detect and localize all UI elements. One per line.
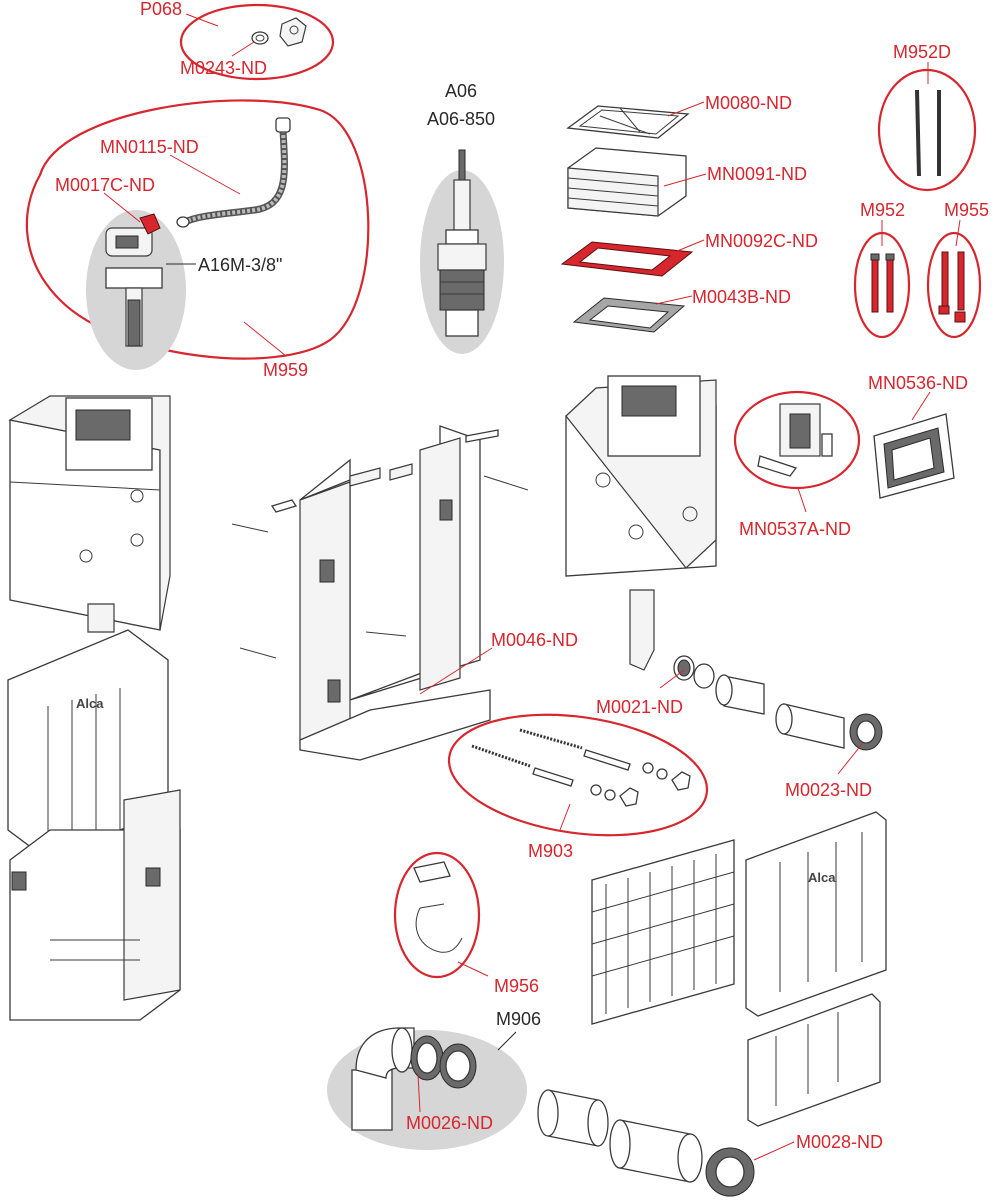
m952-rods [870, 253, 895, 313]
group-ring-m903 [447, 713, 709, 837]
bottom-right-covers: Alca [591, 811, 887, 1127]
leader-lines [103, 13, 961, 1161]
group-ring-m952 [853, 231, 911, 339]
label-a16m-3-8: A16M-3/8" [198, 255, 282, 275]
leader-m0243 [231, 41, 255, 57]
leader-m0043b [655, 295, 693, 305]
leader-mn0092c [669, 239, 705, 255]
label-m0023-nd: M0023-ND [785, 780, 872, 800]
label-m956: M956 [494, 976, 539, 996]
leader-m0017c [103, 192, 141, 223]
label-m0243-nd: M0243-ND [180, 58, 267, 78]
label-m952: M952 [860, 200, 905, 220]
label-m0017c-nd: M0017C-ND [55, 175, 155, 195]
label-m0026-nd: M0026-ND [406, 1113, 493, 1133]
label-mn0536-nd: MN0536-ND [868, 373, 968, 393]
alca-logo-left: Alca [76, 696, 104, 711]
mn0091-box [567, 147, 687, 217]
m906-elbow-set [351, 1027, 477, 1131]
label-p068: P068 [140, 0, 182, 19]
m0043b-gasket [572, 297, 686, 333]
label-mn0092c-nd: MN0092C-ND [705, 231, 818, 251]
leader-m903 [559, 803, 571, 831]
label-m959: M959 [263, 360, 308, 380]
m952d-rods [915, 89, 941, 177]
a16m-fill-valve [105, 213, 163, 347]
label-m906: M906 [496, 1009, 541, 1029]
center-mounting-frame [231, 425, 529, 761]
group-ring-m952d [877, 68, 977, 192]
leader-mn0537a [797, 487, 807, 513]
leader-m0046 [419, 647, 493, 695]
label-m955: M955 [944, 200, 989, 220]
leader-m0023 [837, 743, 863, 775]
leader-mn0091 [663, 173, 707, 187]
label-a06-850: A06-850 [427, 109, 495, 129]
mn0115-flex-hose [176, 117, 291, 228]
leader-mn0115 [169, 154, 241, 195]
label-m0046-nd: M0046-ND [491, 630, 578, 650]
group-ring-mn0537a [733, 390, 861, 490]
leader-mn0536 [911, 391, 931, 421]
group-ring-m956 [393, 851, 481, 979]
leader-m959 [243, 321, 287, 357]
label-mn0115-nd: MN0115-ND [100, 137, 199, 157]
label-m903: M903 [528, 841, 573, 861]
group-ring-m959 [25, 99, 370, 360]
label-mn0091-nd: MN0091-ND [707, 164, 807, 184]
label-mn0537a-nd: MN0537A-ND [739, 519, 851, 539]
leader-p068 [185, 13, 219, 27]
label-m0021-nd: M0021-ND [596, 697, 683, 717]
m0080-top-frame [566, 105, 690, 139]
left-cistern-body [8, 395, 171, 633]
right-pipe-assembly [673, 655, 883, 751]
label-a06: A06 [445, 81, 477, 101]
label-m0080-nd: M0080-ND [705, 93, 792, 113]
leader-m0026 [417, 1073, 421, 1113]
leader-m956 [457, 961, 489, 977]
p068-valve-parts [251, 17, 307, 47]
mn0092c-red-frame [560, 241, 694, 277]
label-m0028-nd: M0028-ND [796, 1132, 883, 1152]
alca-logo-right: Alca [808, 870, 836, 885]
m956-bracket-clip [413, 861, 463, 953]
leader-m0028 [753, 1141, 795, 1161]
mn0536-plate [873, 413, 955, 499]
left-mounting-frame [9, 789, 181, 1021]
leader-m0080 [667, 101, 705, 117]
right-cistern-body [565, 375, 717, 671]
m903-rod-set [471, 728, 691, 807]
bottom-pipe-parts [537, 1089, 755, 1197]
mn0537a-mechanism [757, 403, 833, 477]
label-m0043b-nd: M0043B-ND [692, 287, 791, 307]
leader-m0021 [659, 669, 685, 689]
label-m952d: M952D [893, 42, 951, 62]
leader-m906 [497, 1031, 517, 1051]
leader-m955 [955, 219, 961, 247]
group-ring-m955 [926, 231, 982, 339]
a06-flush-valve [437, 149, 487, 337]
m955-rods [938, 251, 966, 323]
group-ring-p068 [179, 3, 335, 81]
